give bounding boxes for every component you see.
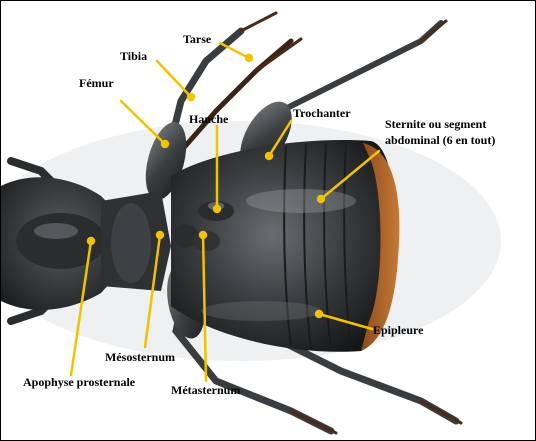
label-tarse: Tarse	[183, 32, 211, 46]
label-metasternum: Métasternum	[171, 383, 240, 397]
label-apophyse: Apophyse prosternale	[23, 375, 135, 389]
label-trochanter: Trochanter	[293, 106, 351, 120]
label-sternite: Sternite ou segment abdominal (6 en tout…	[385, 116, 535, 148]
label-epipleure: Epipleure	[373, 323, 423, 337]
label-tibia: Tibia	[120, 49, 147, 63]
label-femur: Fémur	[79, 76, 114, 90]
label-mesosternum: Mésosternum	[105, 350, 175, 364]
label-hanche: Hanche	[189, 112, 228, 126]
